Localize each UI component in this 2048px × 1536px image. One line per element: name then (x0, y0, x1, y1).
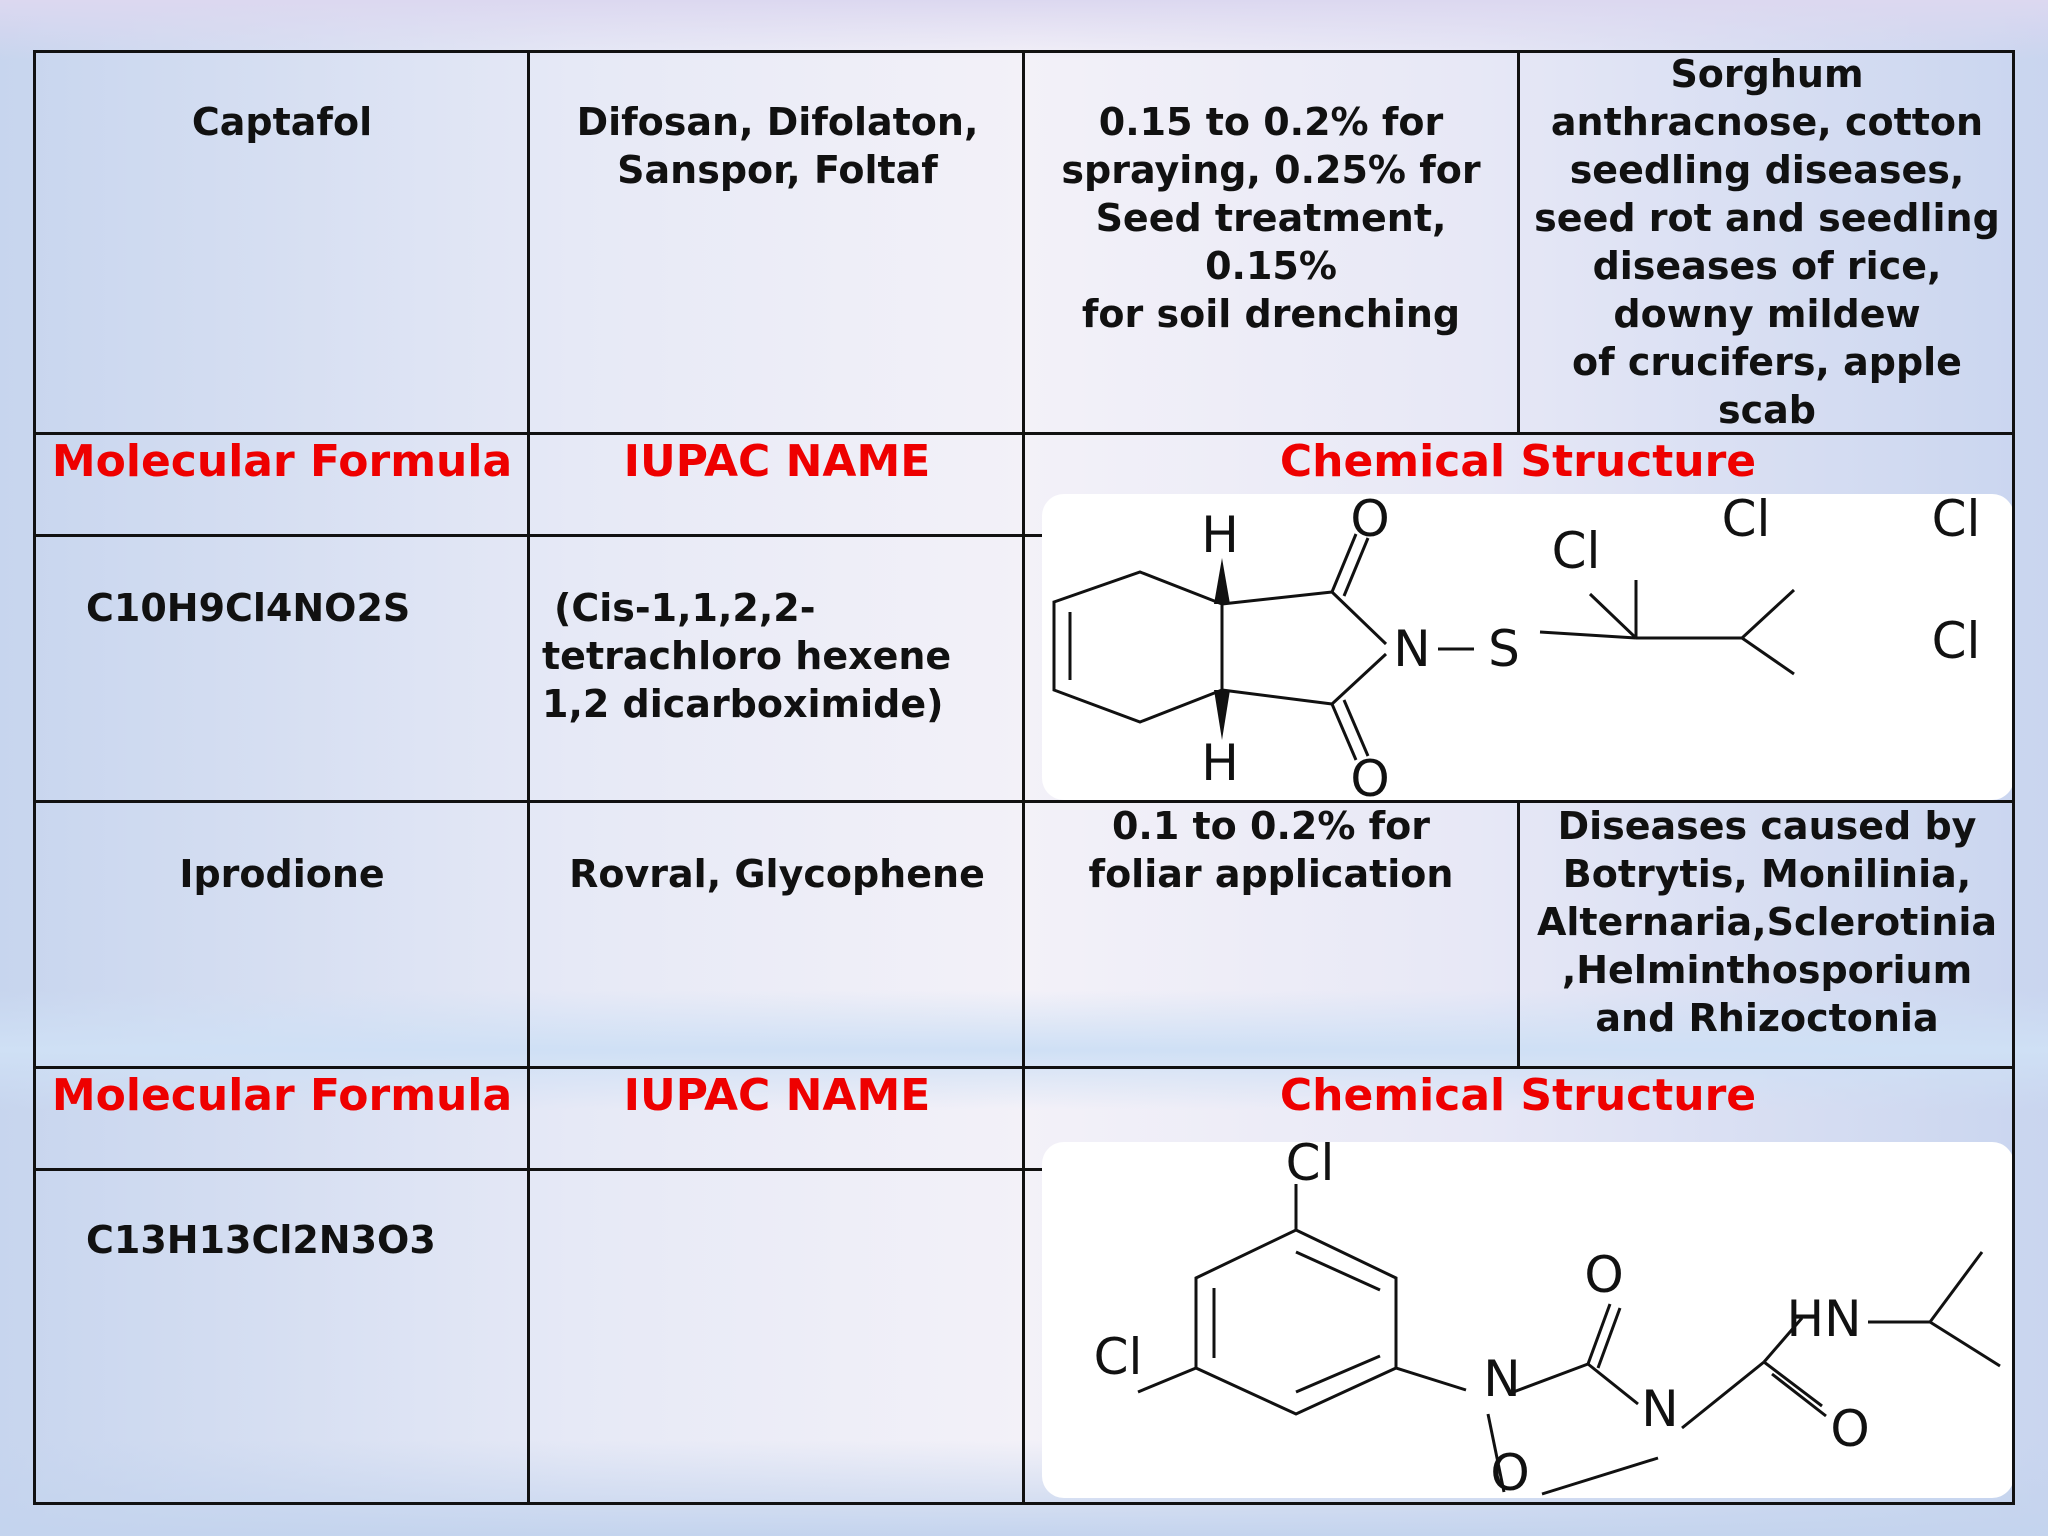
disease-line: downy mildew (1613, 292, 1921, 336)
disease-line: seed rot and seedling (1534, 196, 2000, 240)
atom-label: Cl (1094, 1328, 1143, 1386)
disease-line: seedling diseases, (1569, 148, 1965, 192)
header-molecular-formula: Molecular Formula (51, 1070, 513, 1121)
table-column-divider (1517, 800, 1520, 1069)
cell-captafol-diseases: Sorghum anthracnose, cotton seedling dis… (1522, 50, 2012, 434)
iupac-line: tetrachloro hexene (542, 634, 952, 678)
atom-label: Cl (1932, 612, 1981, 670)
iprodione-molecular-formula: C13H13Cl2N3O3 (86, 1218, 436, 1262)
atom-label: Cl (1286, 1142, 1335, 1192)
disease-line: Alternaria,Sclerotinia (1536, 900, 1998, 944)
header-chemical-structure: Chemical Structure (1279, 1070, 1757, 1121)
header-molecular-formula: Molecular Formula (51, 436, 513, 487)
cell-iprodione-diseases: Diseases caused by Botrytis, Monilinia, … (1522, 802, 2012, 1042)
atom-label: N (1393, 620, 1430, 678)
atom-label: Cl (1722, 494, 1771, 548)
atom-label: Cl (1932, 494, 1981, 548)
header-iupac-name: IUPAC NAME (623, 436, 931, 487)
cell-captafol-dosage: 0.15 to 0.2% for spraying, 0.25% for See… (1026, 98, 1516, 338)
dosage-line: foliar application (1088, 852, 1454, 896)
header-chemical-structure: Chemical Structure (1279, 436, 1757, 487)
atom-label: HN (1787, 1290, 1862, 1348)
dosage-line: for soil drenching (1081, 292, 1461, 336)
table-border-right (2012, 50, 2015, 1505)
atom-label: N (1641, 1380, 1678, 1438)
table-column-divider (527, 50, 530, 1505)
wedge-bond-bottom (1214, 690, 1230, 740)
atom-label: O (1350, 750, 1389, 800)
cell-captafol-name: Captafol (191, 100, 373, 144)
disease-line: and Rhizoctonia (1595, 996, 1939, 1040)
iprodione-structure-diagram: Cl Cl N N O O O HN (1094, 1134, 2001, 1502)
disease-line: Diseases caused by (1557, 804, 1977, 848)
iupac-line: 1,2 dicarboximide) (542, 682, 944, 726)
wedge-bond-top (1214, 558, 1230, 604)
captafol-molecular-formula: C10H9Cl4NO2S (86, 586, 411, 630)
disease-line: Sorghum (1670, 52, 1864, 96)
disease-line: of crucifers, apple (1572, 340, 1962, 384)
atom-label: O (1830, 1400, 1869, 1458)
captafol-structure-image: H H O O N S Cl Cl Cl Cl (1042, 490, 2014, 808)
table-row-divider (33, 1168, 1042, 1171)
atom-label: O (1490, 1444, 1529, 1498)
atom-label: Cl (1552, 522, 1601, 580)
cell-iprodione-trade-names: Rovral, Glycophene (569, 852, 985, 896)
disease-line: ,Helminthosporium (1561, 948, 1973, 992)
disease-line: scab (1718, 388, 1816, 432)
dosage-line: spraying, 0.25% for (1061, 148, 1481, 192)
atom-label: O (1350, 494, 1389, 548)
disease-line: Botrytis, Monilinia, (1562, 852, 1972, 896)
cell-iprodione-name: Iprodione (179, 852, 385, 896)
table-border-left (33, 50, 36, 1505)
atom-label: H (1201, 506, 1239, 564)
cell-iprodione-dosage: 0.1 to 0.2% for foliar application (1026, 802, 1516, 898)
iupac-line: (Cis-1,1,2,2- (554, 586, 816, 630)
captafol-iupac-name: (Cis-1,1,2,2- tetrachloro hexene 1,2 dic… (542, 584, 1012, 728)
dosage-line: Seed treatment, (1095, 196, 1447, 240)
captafol-structure-diagram: H H O O N S Cl Cl Cl Cl (1052, 490, 1981, 808)
dosage-line: 0.15% (1205, 244, 1337, 288)
disease-line: diseases of rice, (1592, 244, 1942, 288)
dosage-line: 0.1 to 0.2% for (1111, 804, 1431, 848)
cell-captafol-trade-names: Difosan, Difolaton, Sanspor, Foltaf (576, 100, 979, 192)
atom-label: S (1488, 620, 1520, 678)
table-row-divider (33, 534, 1042, 537)
header-iupac-name: IUPAC NAME (623, 1070, 931, 1121)
dosage-line: 0.15 to 0.2% for (1098, 100, 1444, 144)
table-column-divider (1517, 50, 1520, 435)
atom-label: N (1483, 1350, 1520, 1408)
atom-label: O (1584, 1246, 1623, 1304)
atom-label: H (1201, 734, 1239, 792)
disease-line: anthracnose, cotton (1550, 100, 1984, 144)
table-column-divider (1022, 50, 1025, 1505)
iprodione-structure-image: Cl Cl N N O O O HN (1042, 1134, 2014, 1502)
